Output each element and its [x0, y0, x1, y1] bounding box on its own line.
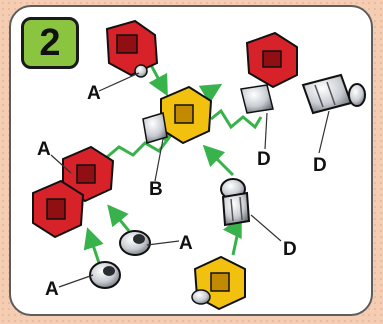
red-hex-block-right [240, 31, 298, 114]
arrow-zigzag-right-head [198, 83, 223, 104]
leader-lines [50, 72, 330, 288]
label-a-left-mid: A [37, 139, 51, 160]
label-a-bottom: A [45, 279, 59, 300]
label-d-right-small: D [313, 155, 327, 176]
silver-cap-a-bottom [89, 261, 121, 289]
yellow-hex-block-lower [191, 255, 246, 311]
arrow-a-to-red-lower [107, 204, 131, 232]
label-a-center: A [179, 233, 193, 254]
arrow-a-bottom-to-red [83, 227, 104, 264]
yellow-hex-block-center [142, 85, 213, 145]
red-hex-block-top [105, 19, 159, 78]
label-d-lower: D [283, 239, 297, 260]
step-panel: 2 [9, 5, 373, 316]
silver-connector-d-lower [220, 178, 251, 227]
red-hex-block-left-lower [32, 179, 85, 239]
arrow-zigzag-right [210, 108, 263, 130]
arrow-d-to-yellow [202, 144, 235, 177]
silver-connector-d-right [301, 73, 366, 115]
label-a-top: A [87, 83, 101, 104]
silver-cap-a-center [119, 230, 151, 256]
label-b: B [149, 179, 163, 200]
label-d-right: D [257, 149, 271, 170]
arrow-top-red-to-yellow [148, 64, 168, 97]
step-number-badge: 2 [21, 17, 79, 69]
assembly-diagram: A A B D D A D A [32, 19, 366, 311]
